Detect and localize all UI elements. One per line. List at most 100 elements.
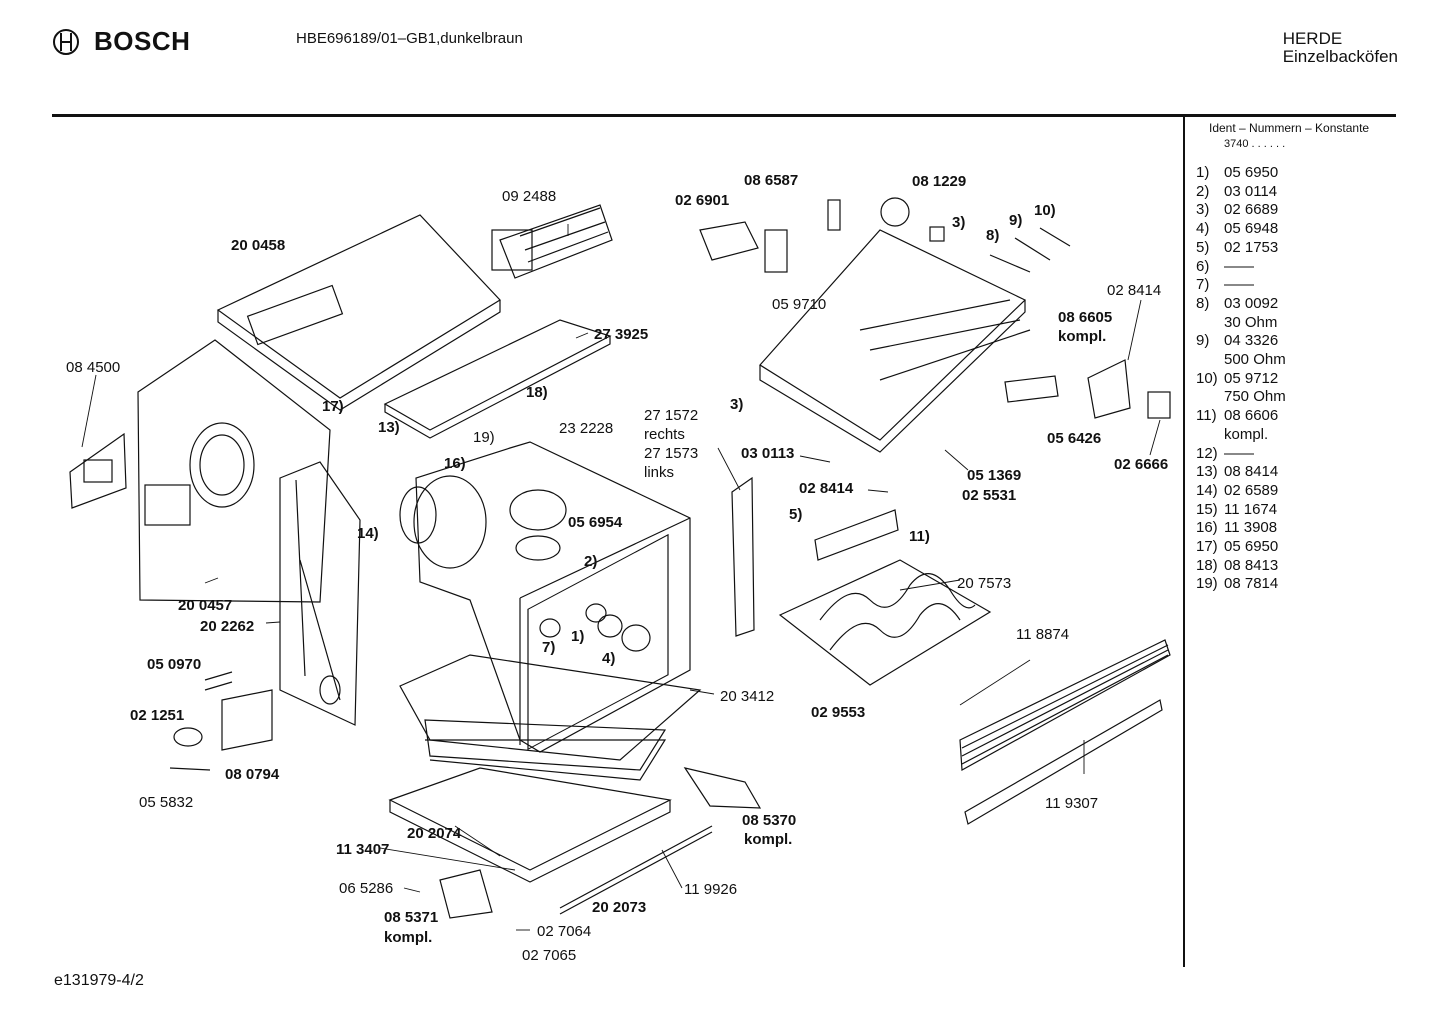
sidebar-constant: 3740 . . . . . . xyxy=(1224,138,1286,150)
list-item: 10)05 9712 xyxy=(1196,369,1279,387)
ref-label: 16) xyxy=(444,455,466,472)
part-label: 02 8414 xyxy=(799,480,854,497)
fan-wheel-part xyxy=(399,475,487,569)
part-label: 20 0457 xyxy=(178,597,233,614)
part-label: 11 8874 xyxy=(1016,626,1070,643)
base-frame-part xyxy=(388,767,713,915)
part-label: rechts xyxy=(644,426,685,443)
heating-element-part xyxy=(778,559,992,686)
brand-logo: BOSCH xyxy=(52,26,190,57)
list-item: 11)08 6606 xyxy=(1196,407,1279,425)
ref-label: 14) xyxy=(357,525,379,542)
part-label: 05 6954 xyxy=(568,514,623,531)
part-label: 05 1369 xyxy=(967,467,1022,484)
list-item: 18)08 8413 xyxy=(1196,556,1279,574)
part-label: 08 0794 xyxy=(225,766,280,783)
list-item: 1)05 6950 xyxy=(1196,164,1279,181)
list-item: 4)05 6948 xyxy=(1196,220,1279,238)
list-item: 17)05 6950 xyxy=(1196,538,1279,556)
part-label: links xyxy=(644,464,675,481)
part-label: 08 1229 xyxy=(912,173,967,190)
list-item: 12)—— xyxy=(1196,444,1254,462)
list-item: 30 Ohm xyxy=(1224,313,1278,331)
list-item: 16)11 3908 xyxy=(1196,519,1278,537)
long-rail-part xyxy=(959,639,1171,825)
part-label: 08 4500 xyxy=(66,359,121,376)
part-label: 11 3407 xyxy=(336,841,390,858)
brand-name: BOSCH xyxy=(94,26,191,56)
sidebar-divider xyxy=(1183,117,1185,967)
ref-label: 7) xyxy=(542,639,556,656)
ref-label: 10) xyxy=(1034,202,1056,219)
part-label: 02 7065 xyxy=(522,947,577,964)
header-divider xyxy=(52,114,1396,117)
back-panel-part xyxy=(137,339,331,603)
list-item: 3)02 6689 xyxy=(1196,201,1279,219)
ref-label: 17) xyxy=(322,398,344,415)
exploded-parts-drawing xyxy=(69,197,1171,931)
document-id: e131979-4/2 xyxy=(54,972,144,989)
top-cover-part xyxy=(216,214,501,411)
leader-lines xyxy=(81,224,1161,931)
part-label: 20 3412 xyxy=(720,688,775,705)
sidebar-heading: Ident – Nummern – Konstante xyxy=(1209,121,1370,135)
list-item: kompl. xyxy=(1224,425,1269,443)
category-line2: Einzelbacköfen xyxy=(1282,47,1398,66)
part-label: 09 2488 xyxy=(502,188,557,205)
oven-cavity-part xyxy=(415,441,691,753)
ident-number-list: 1)05 6950 2)03 0114 3)02 6689 4)05 6948 … xyxy=(1196,164,1286,594)
ref-label: 19) xyxy=(473,429,495,446)
ref-label: 18) xyxy=(526,384,548,401)
part-label: 05 9710 xyxy=(772,296,827,313)
part-label: 20 2262 xyxy=(200,618,255,635)
list-item: 7)—— xyxy=(1196,276,1254,294)
part-label: 20 2074 xyxy=(407,825,462,842)
bosch-armature-icon xyxy=(53,28,79,55)
part-label: 05 0970 xyxy=(147,656,202,673)
part-label: 05 6426 xyxy=(1047,430,1102,447)
part-label: 08 5370 xyxy=(742,812,797,829)
shelf-rail-part xyxy=(731,476,755,637)
part-label: kompl. xyxy=(744,831,793,848)
grille-part xyxy=(69,432,127,509)
side-panel-part xyxy=(279,461,361,726)
model-number: HBE696189/01–GB1,dunkelbraun xyxy=(296,30,523,47)
fan-motor-part xyxy=(491,204,613,279)
part-label: 02 8414 xyxy=(1107,282,1162,299)
part-label: 06 5286 xyxy=(339,880,394,897)
part-label: 23 2228 xyxy=(559,420,614,437)
part-label: 08 6587 xyxy=(744,172,799,189)
ref-label: 2) xyxy=(584,553,598,570)
part-label: 08 5371 xyxy=(384,909,439,926)
rail-part xyxy=(383,319,612,439)
part-label: 27 1573 xyxy=(644,445,699,462)
part-label: 05 5832 xyxy=(139,794,194,811)
ref-label: 8) xyxy=(986,227,1000,244)
list-item: 19)08 7814 xyxy=(1196,575,1279,593)
list-item: 13)08 8414 xyxy=(1196,463,1279,481)
part-label: 20 0458 xyxy=(231,237,286,254)
part-label: kompl. xyxy=(384,929,433,946)
list-item: 8)03 0092 xyxy=(1196,294,1279,312)
part-label: 20 7573 xyxy=(957,575,1012,592)
part-label: 02 6666 xyxy=(1114,456,1169,473)
part-label: 27 1572 xyxy=(644,407,699,424)
list-item: 2)03 0114 xyxy=(1196,182,1278,200)
part-label: 27 3925 xyxy=(594,326,649,343)
ref-label: 1) xyxy=(571,628,585,645)
part-label: 11 9307 xyxy=(1045,795,1099,812)
part-label: 20 2073 xyxy=(592,899,647,916)
ref-label: 13) xyxy=(378,419,400,436)
ref-label: 3) xyxy=(952,214,966,231)
category-heading: HERDE Einzelbacköfen xyxy=(1283,30,1398,66)
control-tray-part xyxy=(759,229,1031,453)
part-label: 02 1251 xyxy=(130,707,185,724)
part-label: 03 0113 xyxy=(741,445,795,462)
ref-label: 3) xyxy=(730,396,744,413)
ref-label: 9) xyxy=(1009,212,1023,229)
list-item: 5)02 1753 xyxy=(1196,238,1279,256)
list-item: 6)—— xyxy=(1196,257,1254,275)
small-parts xyxy=(169,197,1171,919)
part-label: 02 9553 xyxy=(811,704,866,721)
part-label: 02 7064 xyxy=(537,923,592,940)
